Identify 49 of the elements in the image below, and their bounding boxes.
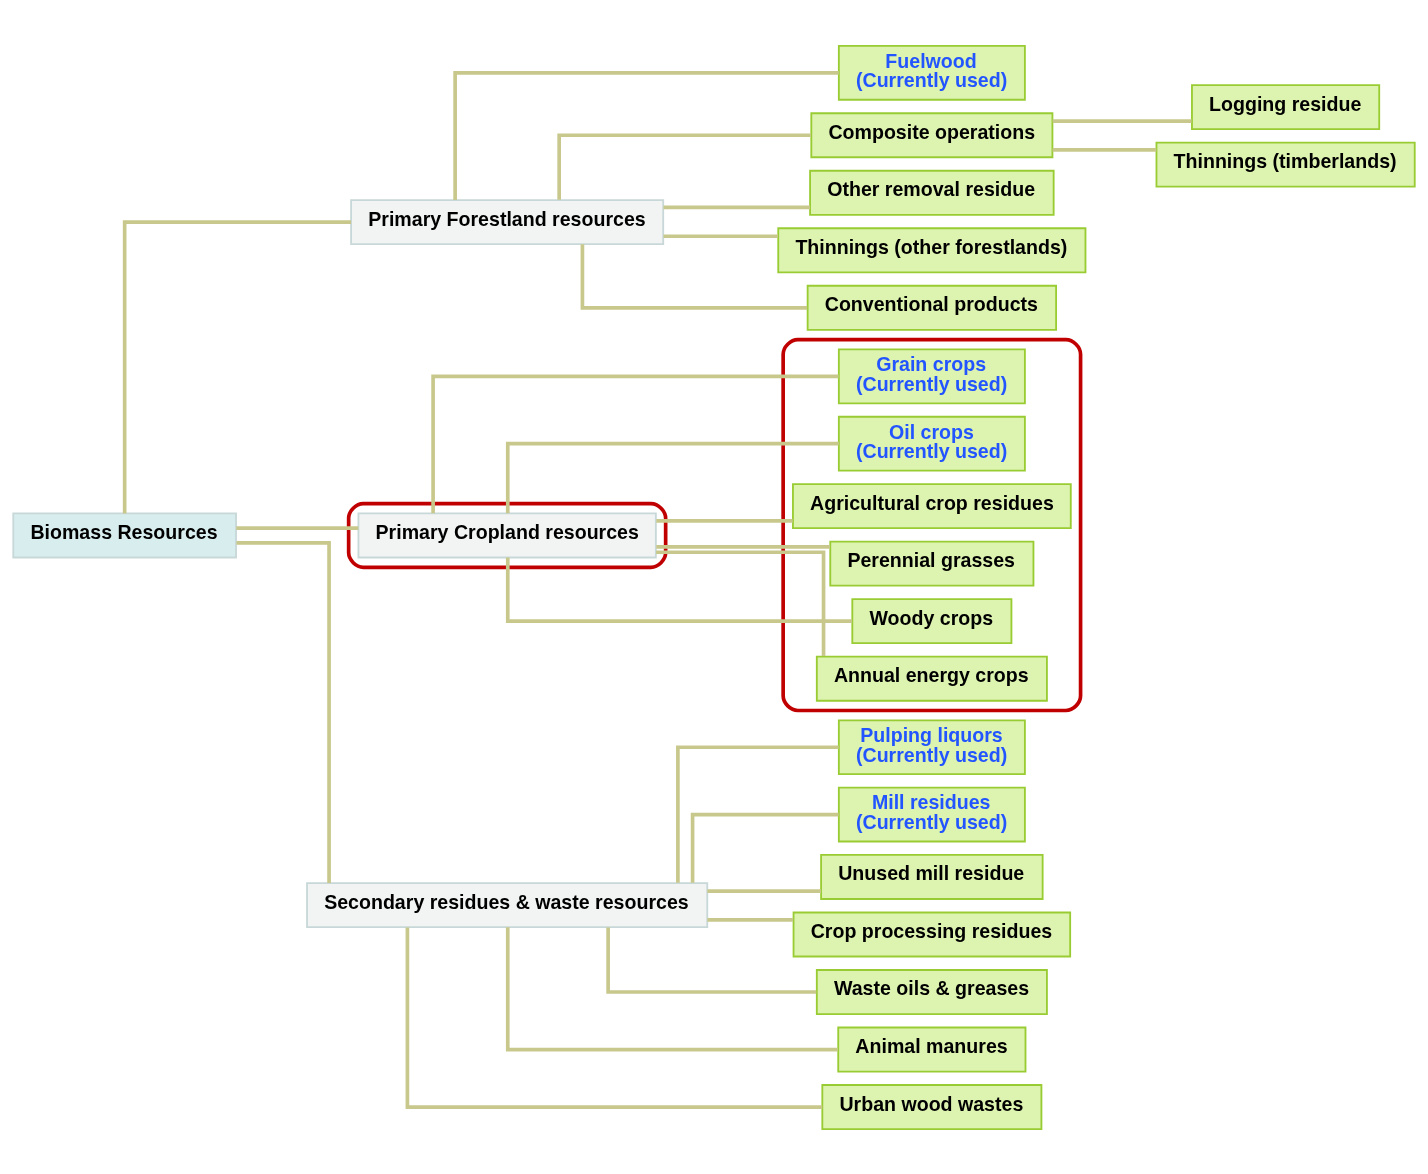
connector xyxy=(1052,118,1192,123)
connector xyxy=(236,540,331,883)
node-box: Conventional products xyxy=(806,284,1057,331)
connector xyxy=(431,374,839,513)
cluster xyxy=(781,337,1083,712)
node-box: Primary Forestland resources xyxy=(350,198,665,245)
connector xyxy=(690,812,839,883)
connector xyxy=(505,926,838,1051)
node-box: Thinnings (other forestlands) xyxy=(777,226,1087,273)
node-box: Biomass Resources xyxy=(12,512,237,558)
node-box: Unused mill residue xyxy=(820,853,1044,900)
connector xyxy=(676,744,839,883)
connector xyxy=(122,219,351,513)
connector xyxy=(236,525,359,530)
node-box: Primary Cropland resources xyxy=(357,512,657,558)
connector xyxy=(453,70,839,200)
node-box: Composite operations xyxy=(810,111,1054,158)
connector xyxy=(663,233,778,238)
node-box: Grain crops (Currently used) xyxy=(837,348,1026,404)
node-box: Other removal residue xyxy=(809,169,1055,216)
cluster xyxy=(346,501,668,569)
connector xyxy=(557,132,811,200)
node-box: Animal manures xyxy=(837,1026,1027,1072)
node-box: Woody crops xyxy=(851,597,1013,644)
node-box: Oil crops (Currently used) xyxy=(837,415,1026,472)
connector xyxy=(656,544,831,549)
connector xyxy=(505,441,839,513)
node-box: Logging residue xyxy=(1191,83,1381,130)
node-box: Mill residues (Currently used) xyxy=(837,786,1026,842)
node-box: Urban wood wastes xyxy=(821,1083,1043,1130)
connector xyxy=(1052,147,1157,152)
node-box: Waste oils & greases xyxy=(815,968,1048,1015)
node-box: Agricultural crop residues xyxy=(792,482,1072,529)
connector xyxy=(656,549,826,656)
connector xyxy=(606,927,817,994)
node-box: Annual energy crops xyxy=(815,655,1048,702)
connector xyxy=(663,205,811,209)
connector xyxy=(580,243,808,310)
node-box: Crop processing residues xyxy=(792,911,1072,957)
node-box: Secondary residues & waste resources xyxy=(306,881,709,928)
connector xyxy=(656,518,793,523)
connector xyxy=(405,927,823,1109)
connector xyxy=(707,888,822,893)
node-box: Pulping liquors (Currently used) xyxy=(837,718,1026,775)
node-box: Perennial grasses xyxy=(829,540,1035,587)
connector xyxy=(707,917,794,922)
node-box: Fuelwood (Currently used) xyxy=(837,44,1026,101)
node-box: Thinnings (timberlands) xyxy=(1155,141,1416,188)
connector xyxy=(505,557,853,623)
